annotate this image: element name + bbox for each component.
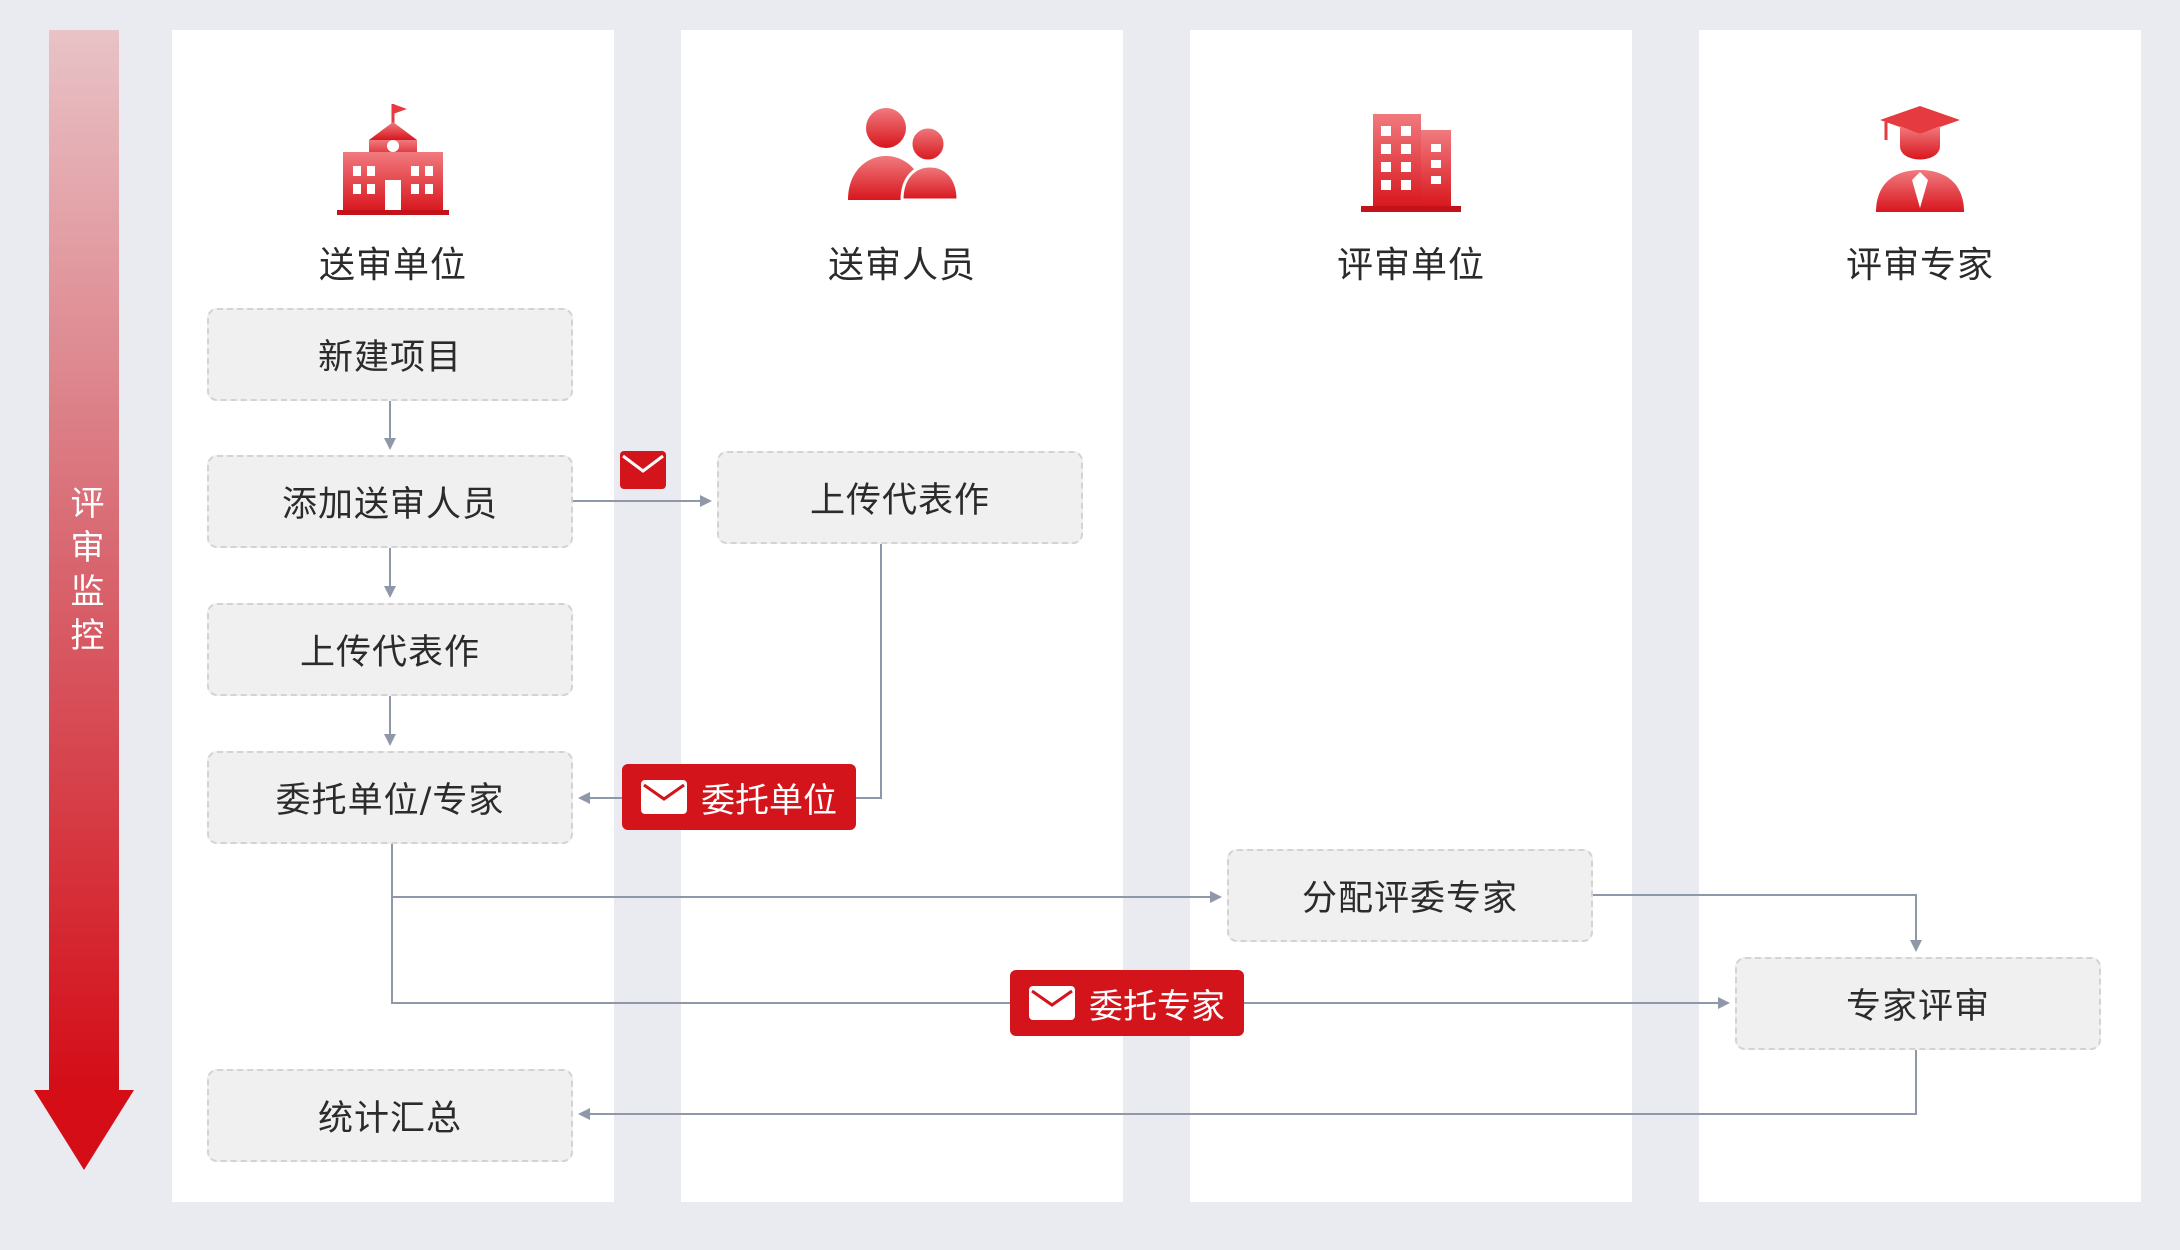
step-expert-review: 专家评审 [1735,957,2101,1050]
step-upload-representative-work: 上传代表作 [207,603,573,696]
delegate-expert-tag: 委托专家 [1010,970,1244,1036]
lane-review-unit: 评审单位 [1190,30,1632,1202]
mail-icon [1029,986,1075,1020]
step-new-project: 新建项目 [207,308,573,401]
review-monitor-arrow: 评审监控 [34,30,134,1170]
school-building-icon [333,100,453,220]
delegate-unit-label: 委托单位 [701,780,837,821]
mail-icon [641,780,687,814]
step-staff-upload-work: 上传代表作 [717,451,1083,544]
graduate-expert-icon [1860,100,1980,220]
lane-title: 送审单位 [318,245,467,286]
lane-title: 送审人员 [827,245,976,286]
monitor-label: 评审监控 [64,485,104,661]
office-building-icon [1351,100,1471,220]
step-summary: 统计汇总 [207,1069,573,1162]
lane-title: 评审专家 [1845,245,1994,286]
step-assign-experts: 分配评委专家 [1227,849,1593,942]
delegate-unit-tag: 委托单位 [622,764,856,830]
mail-icon [620,451,666,489]
lane-title: 评审单位 [1336,245,1485,286]
step-delegate-unit-expert: 委托单位/专家 [207,751,573,844]
people-icon [842,100,962,220]
delegate-expert-label: 委托专家 [1089,986,1225,1027]
step-add-staff: 添加送审人员 [207,455,573,548]
